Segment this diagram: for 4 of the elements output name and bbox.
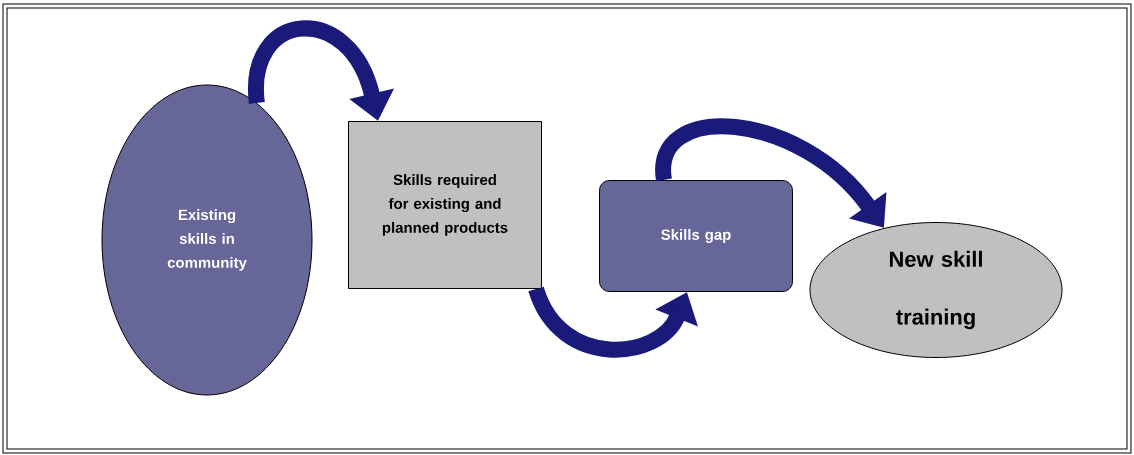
process-box: Skills required for existing and planned products bbox=[348, 121, 542, 289]
ellipse-node: New skill training bbox=[809, 222, 1063, 358]
process-box: Skills gap bbox=[599, 180, 793, 292]
ellipse-node: Existing skills in community bbox=[101, 84, 313, 396]
